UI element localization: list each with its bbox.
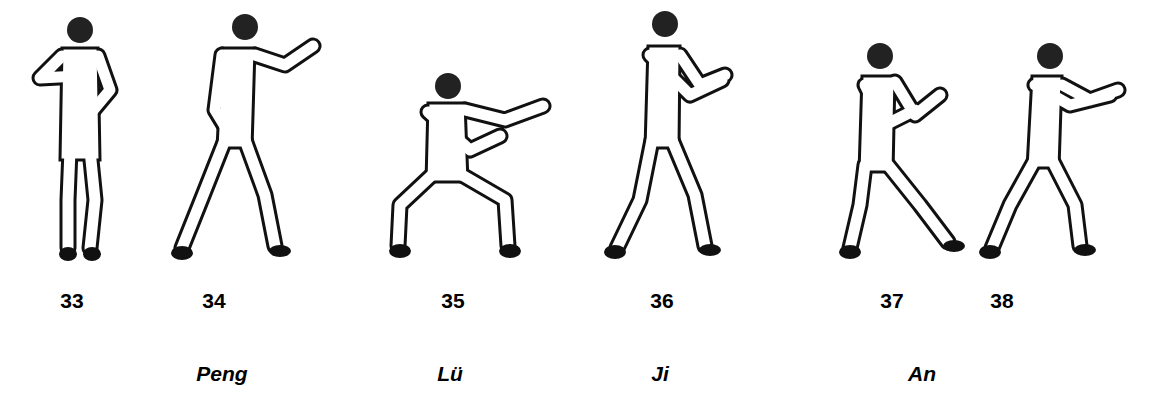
taichi-figure	[171, 14, 313, 260]
posture-name: Peng	[196, 363, 247, 384]
taichi-figure	[40, 17, 110, 261]
posture-name: Lü	[437, 363, 463, 384]
figure-number: 38	[990, 290, 1013, 311]
taichi-figure	[979, 43, 1118, 259]
posture-name: Ji	[651, 363, 669, 384]
taichi-figure	[604, 11, 725, 259]
figure-number: 36	[650, 290, 673, 311]
figure-number: 33	[60, 290, 83, 311]
figure-number: 35	[441, 290, 464, 311]
taichi-figure	[839, 43, 965, 259]
posture-name: An	[908, 363, 936, 384]
figure-number: 37	[880, 290, 903, 311]
figure-number: 34	[202, 290, 225, 311]
taichi-figure	[389, 73, 543, 258]
